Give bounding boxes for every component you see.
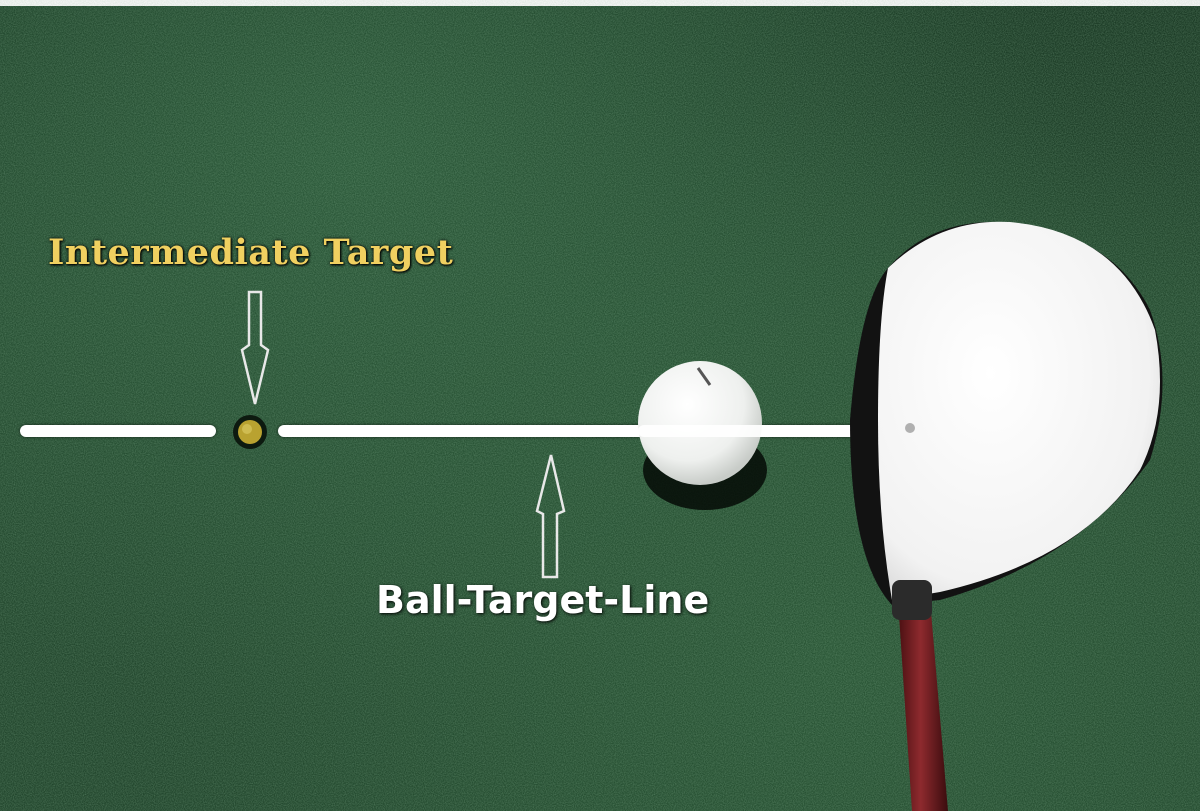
driver-club-head (850, 221, 1163, 620)
up-arrow-icon (535, 454, 566, 579)
down-arrow-icon (240, 290, 270, 405)
golf-ball (638, 361, 870, 485)
ball-target-line-left (20, 425, 216, 437)
club-shaft (898, 600, 948, 811)
ball-target-line-label: Ball-Target-Line (376, 578, 710, 622)
intermediate-target-marker (233, 415, 267, 449)
intermediate-target-label: Intermediate Target (48, 232, 454, 273)
